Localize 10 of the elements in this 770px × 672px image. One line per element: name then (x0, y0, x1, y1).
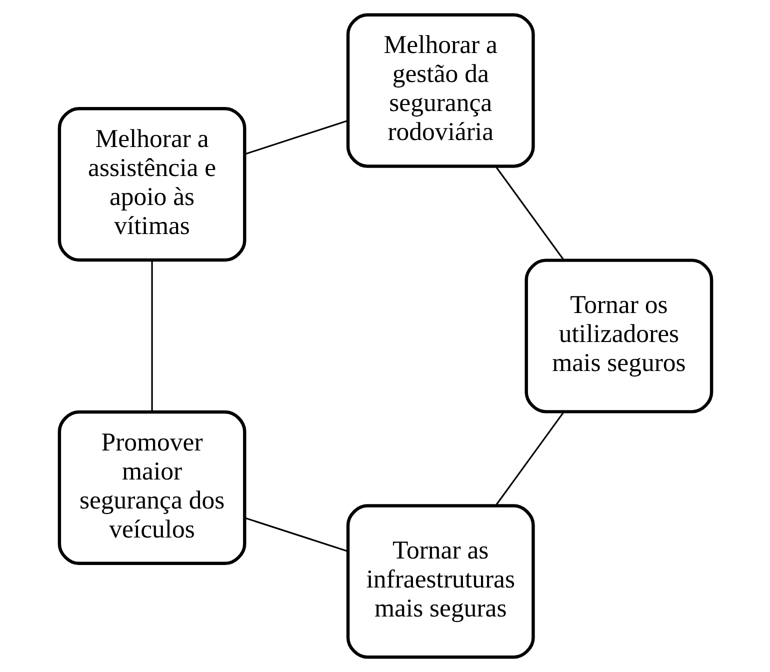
connector (150, 260, 152, 412)
connector (494, 412, 564, 506)
connector (244, 120, 348, 155)
node-box: Tornar as infraestruturas mais seguras (346, 504, 534, 659)
connector (244, 517, 348, 552)
connector (494, 166, 564, 261)
node-box: Tornar os utilizadores mais seguros (524, 258, 713, 414)
node-box: Promover maior segurança dos veículos (57, 410, 246, 566)
node-box: Melhorar a assistência e apoio às vítimas (57, 106, 246, 262)
node-box: Melhorar a gestão da segurança rodoviária (346, 13, 534, 168)
